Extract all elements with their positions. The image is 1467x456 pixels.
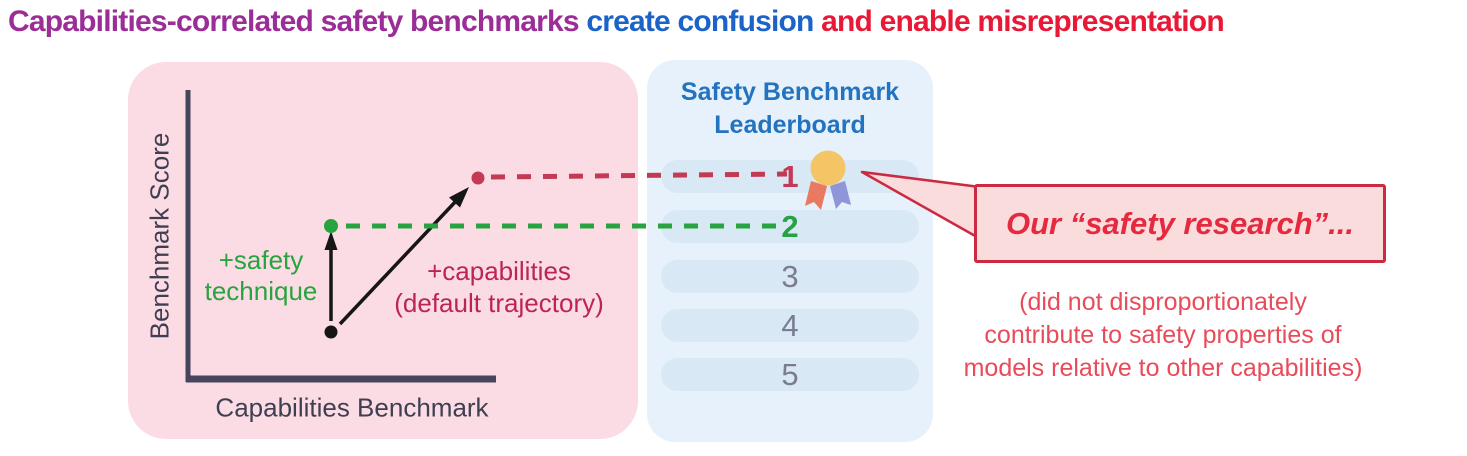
x-axis-label: Capabilities Benchmark xyxy=(215,392,489,423)
rank-5-label: 5 xyxy=(781,356,799,392)
title-misrepresentation-segment: and enable misrepresentation xyxy=(813,5,1225,38)
rank-2-label: 2 xyxy=(781,208,799,244)
disclaimer-caption-line3: models relative to other capabilities) xyxy=(963,354,1363,382)
leaderboard-title-line2: Leaderboard xyxy=(714,111,866,139)
safety-research-speech-bubble: Our “safety research”... xyxy=(974,184,1386,263)
leaderboard-panel: Safety Benchmark Leaderboard 1 2 3 4 5 xyxy=(647,60,933,442)
capabilities-trajectory-label-line2: (default trajectory) xyxy=(394,288,604,318)
leaderboard-row-2: 2 xyxy=(661,208,919,244)
page-title: Capabilities-correlated safety benchmark… xyxy=(8,5,1225,39)
disclaimer-caption-line1: (did not disproportionately xyxy=(1019,288,1307,316)
safety-technique-label-line2: technique xyxy=(204,276,318,306)
rank-3-label: 3 xyxy=(781,258,799,294)
rank-4-label: 4 xyxy=(781,307,799,343)
disclaimer-caption: (did not disproportionately contribute t… xyxy=(913,286,1413,385)
leaderboard-row-5: 5 xyxy=(661,356,919,392)
disclaimer-caption-line2: contribute to safety properties of xyxy=(984,321,1342,349)
leaderboard-row-3: 3 xyxy=(661,258,919,294)
title-confusion-segment: create confusion xyxy=(578,5,814,38)
rank-1-label: 1 xyxy=(781,158,799,194)
leaderboard-title: Safety Benchmark Leaderboard xyxy=(647,76,933,142)
capabilities-trajectory-label: +capabilities (default trajectory) xyxy=(394,255,604,319)
capabilities-trajectory-label-line1: +capabilities xyxy=(427,256,571,286)
safety-technique-label: +safety technique xyxy=(205,245,318,307)
leaderboard-row-1: 1 xyxy=(661,158,919,194)
safety-technique-label-line1: +safety xyxy=(218,245,304,275)
leaderboard-title-line1: Safety Benchmark xyxy=(680,78,900,106)
title-benchmarks-segment: Capabilities-correlated safety benchmark… xyxy=(8,5,580,38)
leaderboard-row-4: 4 xyxy=(661,307,919,343)
speech-bubble-text: Our “safety research”... xyxy=(1005,205,1355,241)
y-axis-label: Benchmark Score xyxy=(144,132,175,340)
